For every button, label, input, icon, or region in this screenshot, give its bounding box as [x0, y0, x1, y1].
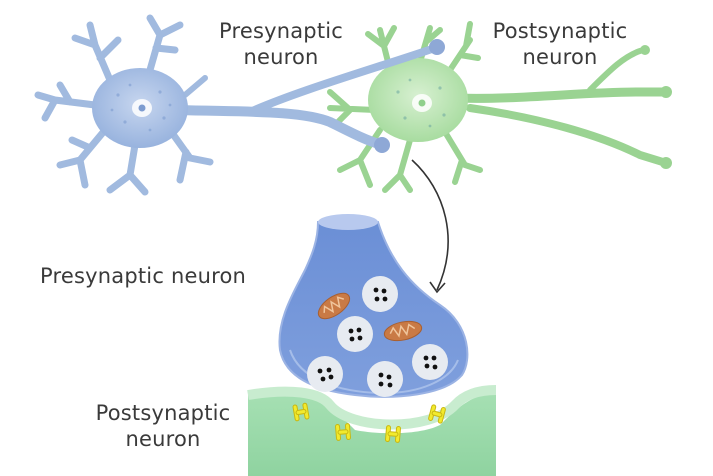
postsynaptic-membrane-body — [248, 392, 496, 476]
label-postsynaptic-neuron-membrane: Postsynaptic neuron — [78, 400, 248, 452]
postsynaptic-speckles — [396, 78, 446, 128]
label-presynaptic-neuron-top: Presynaptic neuron — [202, 18, 360, 70]
receptor — [428, 404, 446, 424]
receptors — [292, 402, 446, 443]
terminal-top-opening — [318, 214, 378, 230]
postsynaptic-membrane-edge — [247, 385, 497, 430]
post-terminal-2 — [660, 157, 672, 169]
label-line: neuron — [243, 45, 319, 69]
label-line: Presynaptic neuron — [40, 264, 247, 288]
label-line: neuron — [522, 45, 598, 69]
zoom-arrowhead — [429, 281, 446, 294]
mitochondrion — [383, 320, 423, 342]
label-postsynaptic-neuron-top: Postsynaptic neuron — [476, 18, 644, 70]
post-terminal-1 — [660, 86, 672, 98]
presynaptic-speckles — [110, 83, 172, 132]
receptor — [292, 402, 310, 422]
presynaptic-neuron-cell — [34, 14, 439, 196]
vesicle — [412, 344, 448, 380]
post-dendrite-right-1 — [450, 87, 670, 103]
vesicle — [337, 316, 373, 352]
zoom-arrow — [411, 159, 449, 291]
label-line: Presynaptic — [218, 19, 344, 43]
postsynaptic-nucleolus — [418, 99, 426, 107]
vesicle — [367, 361, 403, 397]
receptor — [384, 425, 402, 443]
post-terminal-3 — [640, 45, 650, 55]
post-dendrite-right-2 — [466, 104, 670, 167]
receptor — [334, 423, 352, 441]
presynaptic-nucleolus — [138, 104, 146, 112]
presynaptic-axon-terminal-1 — [374, 137, 390, 153]
label-presynaptic-neuron-terminal: Presynaptic neuron — [40, 263, 300, 289]
label-line: neuron — [125, 427, 201, 451]
mitochondrion — [317, 292, 351, 320]
vesicle — [307, 356, 343, 392]
post-dendrite-right-3 — [587, 47, 646, 93]
label-line: Postsynaptic — [492, 19, 628, 43]
synaptic-vesicles — [307, 276, 448, 397]
presynaptic-axon-terminal-2 — [429, 39, 445, 55]
vesicle — [362, 276, 398, 312]
label-line: Postsynaptic — [95, 401, 231, 425]
